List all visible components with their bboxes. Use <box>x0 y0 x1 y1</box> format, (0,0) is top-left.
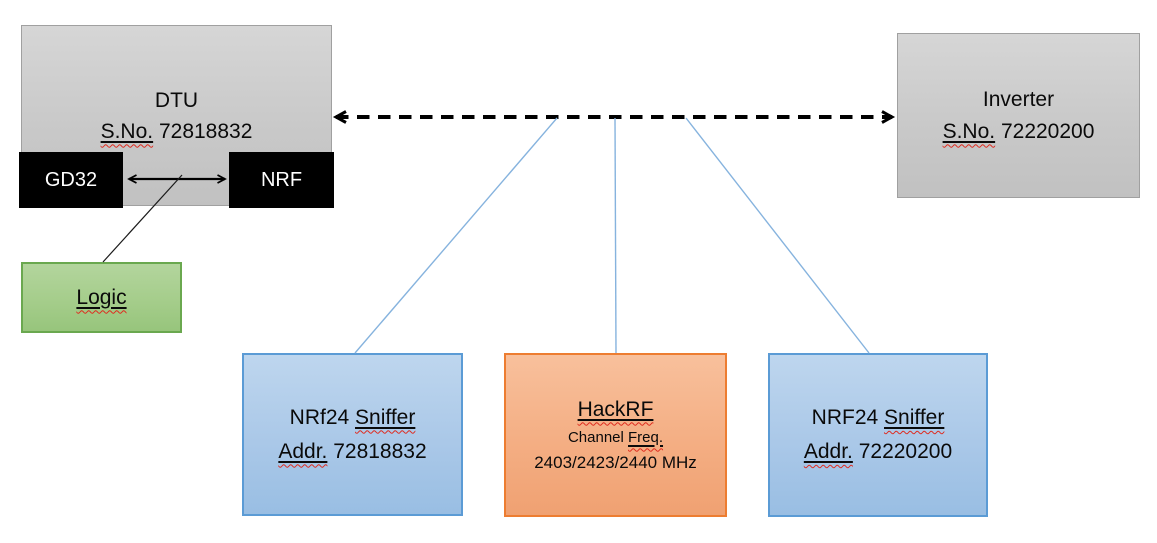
sniffer-left-addr-value: 72818832 <box>327 439 427 463</box>
hackrf-channel-line: Channel Freq. <box>567 428 664 446</box>
hackrf-title: HackRF <box>578 395 654 425</box>
sniffer-right-addr-value: 72220200 <box>852 440 953 463</box>
hackrf-frequencies: 2403/2423/2440 MHz <box>534 452 697 472</box>
dtu-title: DTU <box>154 88 199 112</box>
sniffer-left-addr-label: Addr. <box>278 439 328 463</box>
sniffer-right-title: NRF24 Sniffer <box>811 406 945 429</box>
inverter-title: Inverter <box>982 87 1055 111</box>
logic-box: Logic <box>21 262 182 333</box>
gd32-label: GD32 <box>44 168 98 191</box>
sniffer-right-flagged-word: Sniffer <box>884 406 945 429</box>
gd32-chip-box: GD32 <box>19 152 123 208</box>
dtu-serial: S.No. 72818832 <box>101 116 253 147</box>
sniffer-right-addr-label: Addr. <box>803 440 853 463</box>
inverter-serial-label: S.No. <box>942 119 996 143</box>
nrf-label: NRF <box>260 168 303 191</box>
inverter-box: Inverter S.No. 72220200 <box>897 33 1140 198</box>
inverter-serial-value: 72220200 <box>995 119 1095 143</box>
sniffer-left-box: NRf24 Sniffer Addr. 72818832 <box>242 353 463 516</box>
sniffer-left-flagged-word: Sniffer <box>355 405 416 429</box>
dtu-serial-value: 72818832 <box>153 119 253 143</box>
dtu-serial-label: S.No. <box>100 119 154 143</box>
link-to-hackrf <box>614 117 617 354</box>
sniffer-right-addr: Addr. 72220200 <box>804 435 952 469</box>
hackrf-flagged-word: HackRF <box>577 397 654 421</box>
link-to-sniffer-right <box>685 117 870 354</box>
sniffer-left-title: NRf24 Sniffer <box>289 405 416 429</box>
link-to-sniffer-left <box>354 117 558 354</box>
hackrf-freq-flagged-word: Freq. <box>628 428 664 446</box>
nrf-chip-box: NRF <box>229 152 334 208</box>
sniffer-left-addr: Addr. 72818832 <box>278 435 426 469</box>
inverter-serial: S.No. 72220200 <box>943 116 1095 148</box>
hackrf-box: HackRF Channel Freq. 2403/2423/2440 MHz <box>504 353 727 517</box>
sniffer-right-box: NRF24 Sniffer Addr. 72220200 <box>768 353 988 517</box>
logic-label: Logic <box>76 286 126 310</box>
logic-flagged-word: Logic <box>76 285 127 309</box>
